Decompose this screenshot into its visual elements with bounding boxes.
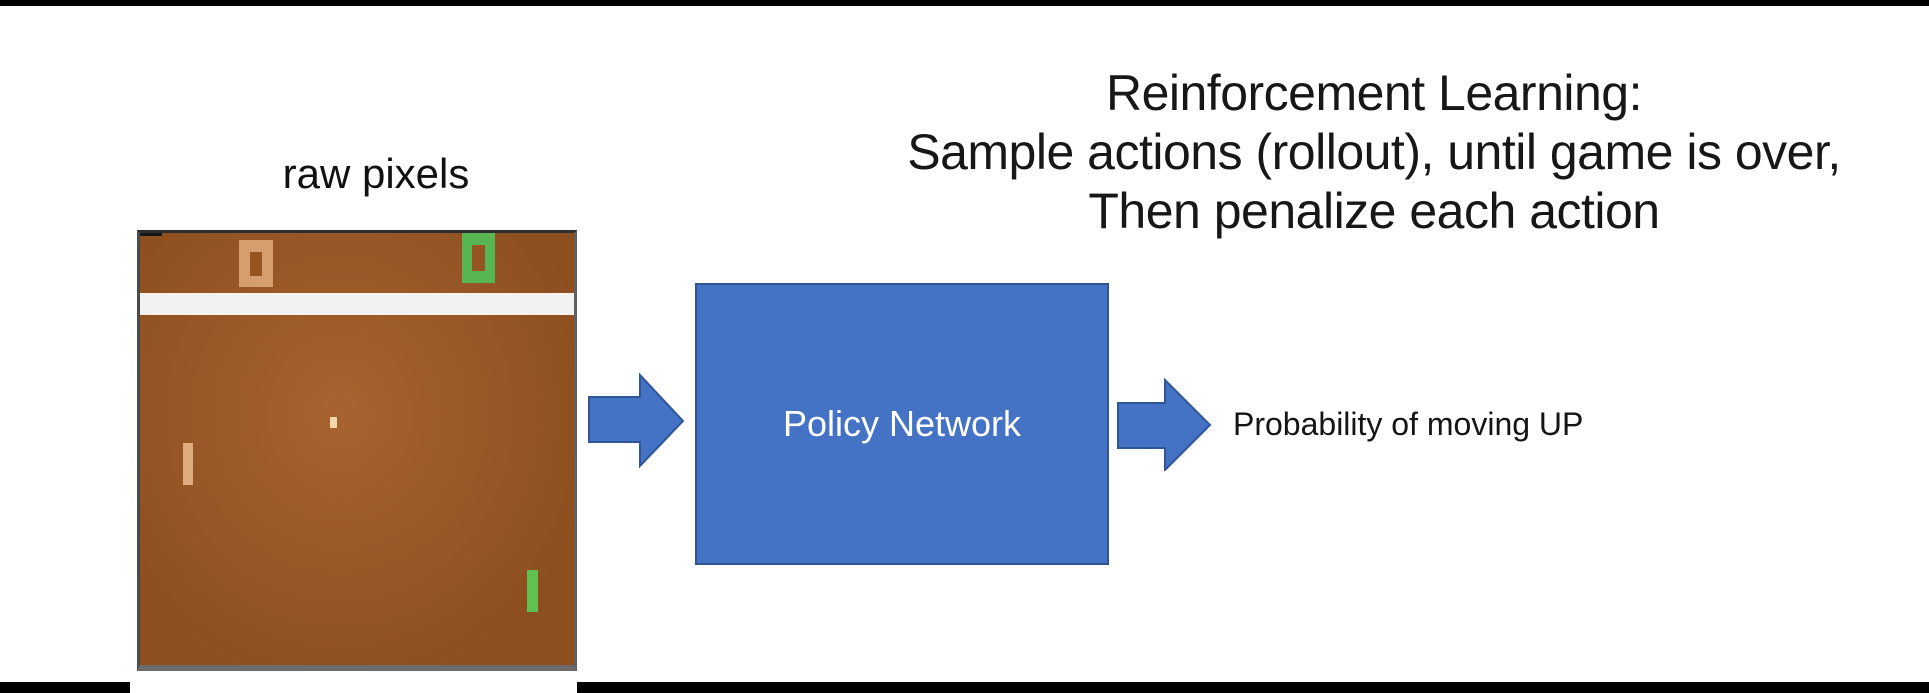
right-score-digit-hole <box>472 245 485 271</box>
output-probability-label: Probability of moving UP <box>1233 406 1584 442</box>
policy-network-label: Policy Network <box>782 403 1022 444</box>
slide-title-line-2: Sample actions (rollout), until game is … <box>907 124 1841 180</box>
slide-title: Reinforcement Learning: Sample actions (… <box>814 64 1929 241</box>
slide-title-line-1: Reinforcement Learning: <box>1105 65 1643 121</box>
ball <box>330 417 337 428</box>
right-paddle <box>527 570 538 612</box>
left-score-digit <box>239 240 273 287</box>
input-arrow-icon <box>588 372 685 468</box>
bottom-black-bar-left <box>0 682 130 693</box>
output-arrow-icon <box>1117 378 1212 471</box>
bottom-black-bar-right <box>577 682 1929 693</box>
policy-network-box: Policy Network <box>695 283 1109 565</box>
pong-game-screenshot <box>137 230 577 671</box>
playfield-top-tick <box>140 233 162 236</box>
left-score-digit-hole <box>250 252 262 276</box>
white-wall-band <box>140 293 574 315</box>
left-paddle <box>183 443 193 485</box>
raw-pixels-caption: raw pixels <box>282 150 470 197</box>
pong-playfield <box>140 233 574 665</box>
top-black-bar <box>0 0 1929 6</box>
slide-title-line-3: Then penalize each action <box>1088 183 1660 239</box>
right-score-digit <box>462 233 495 283</box>
